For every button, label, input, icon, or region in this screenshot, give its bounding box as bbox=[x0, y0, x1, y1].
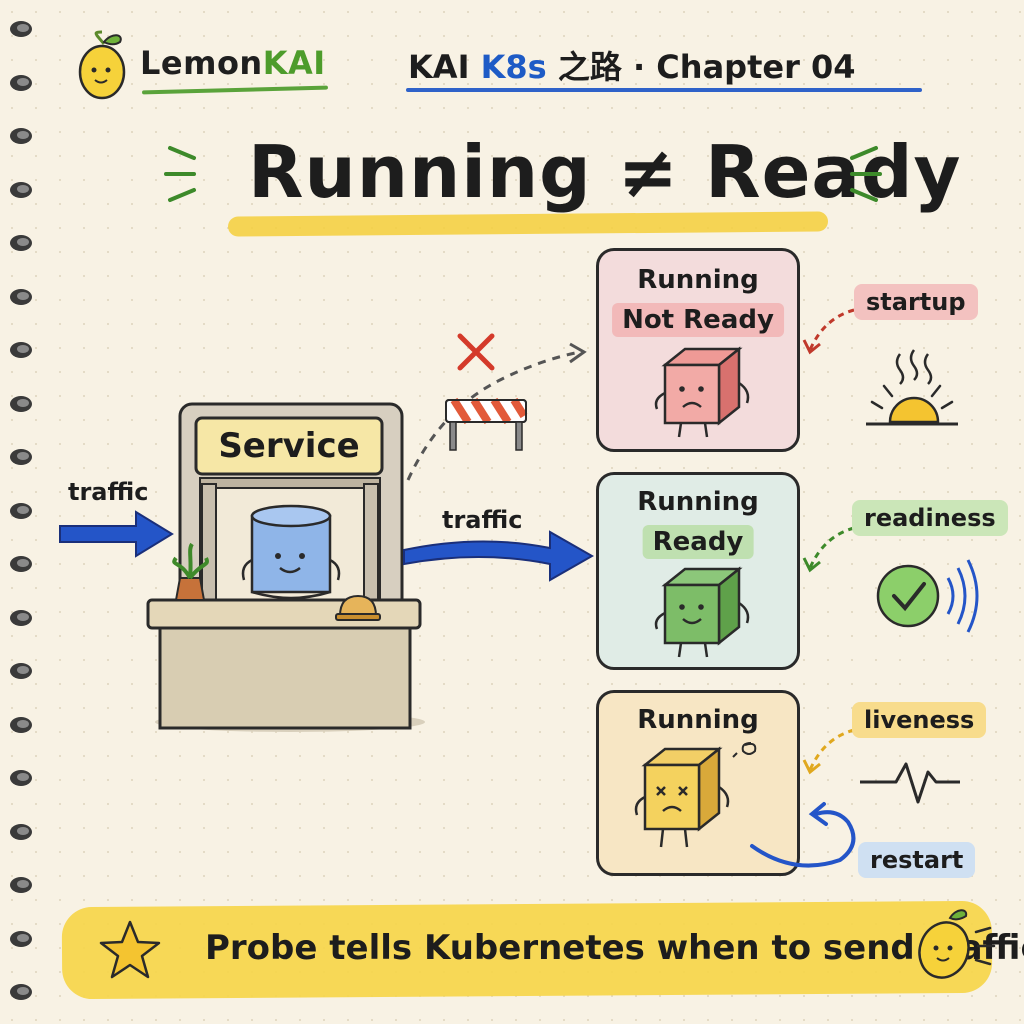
spiral-ring-icon bbox=[10, 716, 32, 733]
spiral-ring-icon bbox=[10, 984, 32, 1000]
spiral-ring-icon bbox=[10, 556, 32, 572]
readiness-probe-label: readiness bbox=[852, 500, 1008, 536]
spiral-ring-icon bbox=[10, 930, 32, 947]
readiness-dashed-arrow-icon bbox=[802, 526, 855, 573]
chapter-underline bbox=[406, 88, 922, 92]
service-booth bbox=[146, 402, 425, 732]
spiral-ring-icon bbox=[10, 502, 32, 519]
spiral-ring-icon bbox=[10, 342, 32, 358]
state-card-running-unhealthy: Running bbox=[596, 690, 800, 876]
sad-cube-icon bbox=[654, 346, 750, 438]
spiral-ring-icon bbox=[10, 235, 32, 251]
spiral-ring-icon bbox=[10, 449, 32, 465]
lemon-logo-icon bbox=[78, 30, 126, 100]
spiral-ring-icon bbox=[10, 288, 32, 305]
spiral-ring-icon bbox=[10, 395, 32, 412]
happy-cube-icon bbox=[654, 566, 750, 658]
incoming-traffic-label: traffic bbox=[68, 478, 149, 506]
star-icon bbox=[99, 920, 161, 979]
spiral-ring-icon bbox=[10, 663, 32, 679]
heartbeat-icon bbox=[860, 762, 960, 804]
card-title: Running bbox=[637, 265, 759, 295]
spiral-ring-icon bbox=[10, 74, 32, 91]
incoming-traffic-arrow-icon bbox=[59, 510, 174, 558]
service-sign-label: Service bbox=[218, 426, 360, 466]
liveness-probe-label: liveness bbox=[852, 702, 987, 738]
ready-tag: Ready bbox=[642, 525, 754, 559]
state-card-not-ready: Running Not Ready bbox=[596, 248, 800, 452]
road-barrier-icon bbox=[445, 397, 528, 451]
liveness-dashed-arrow-icon bbox=[802, 728, 855, 775]
card-title: Running bbox=[637, 705, 759, 735]
restart-label: restart bbox=[858, 842, 976, 878]
spiral-ring-icon bbox=[10, 770, 32, 786]
chapter-heading: KAI K8s 之路 · Chapter 04 bbox=[408, 48, 856, 86]
spiral-ring-icon bbox=[10, 877, 32, 893]
state-card-ready: Running Ready bbox=[596, 472, 800, 670]
restart-arrow-icon bbox=[750, 802, 856, 868]
startup-dashed-arrow-icon bbox=[802, 308, 855, 355]
spiral-ring-icon bbox=[10, 21, 32, 37]
not-ready-tag: Not Ready bbox=[612, 303, 784, 337]
brand-logo-text: LemonKAI bbox=[140, 44, 326, 82]
card-title: Running bbox=[637, 487, 759, 517]
check-signal-icon bbox=[876, 559, 979, 633]
sunrise-icon bbox=[866, 349, 958, 426]
dizzy-cube-icon bbox=[634, 742, 757, 848]
spiral-ring-icon bbox=[10, 181, 32, 198]
emphasis-marks-right-icon bbox=[850, 146, 882, 202]
footer-message: Probe tells Kubernetes when to send traf… bbox=[205, 928, 1024, 968]
x-mark-icon bbox=[457, 333, 495, 371]
outgoing-traffic-label: traffic bbox=[442, 506, 523, 534]
blocked-path-dashed-arrow-icon bbox=[406, 342, 587, 481]
page-title: Running ≠ Ready bbox=[248, 130, 962, 214]
spiral-ring-icon bbox=[10, 128, 32, 144]
outgoing-traffic-arrow-icon bbox=[403, 530, 595, 582]
lemon-mascot-icon bbox=[918, 909, 996, 979]
spiral-ring-icon bbox=[10, 823, 32, 840]
spiral-ring-icon bbox=[10, 609, 32, 626]
emphasis-marks-left-icon bbox=[164, 146, 196, 202]
startup-probe-label: startup bbox=[854, 284, 978, 320]
